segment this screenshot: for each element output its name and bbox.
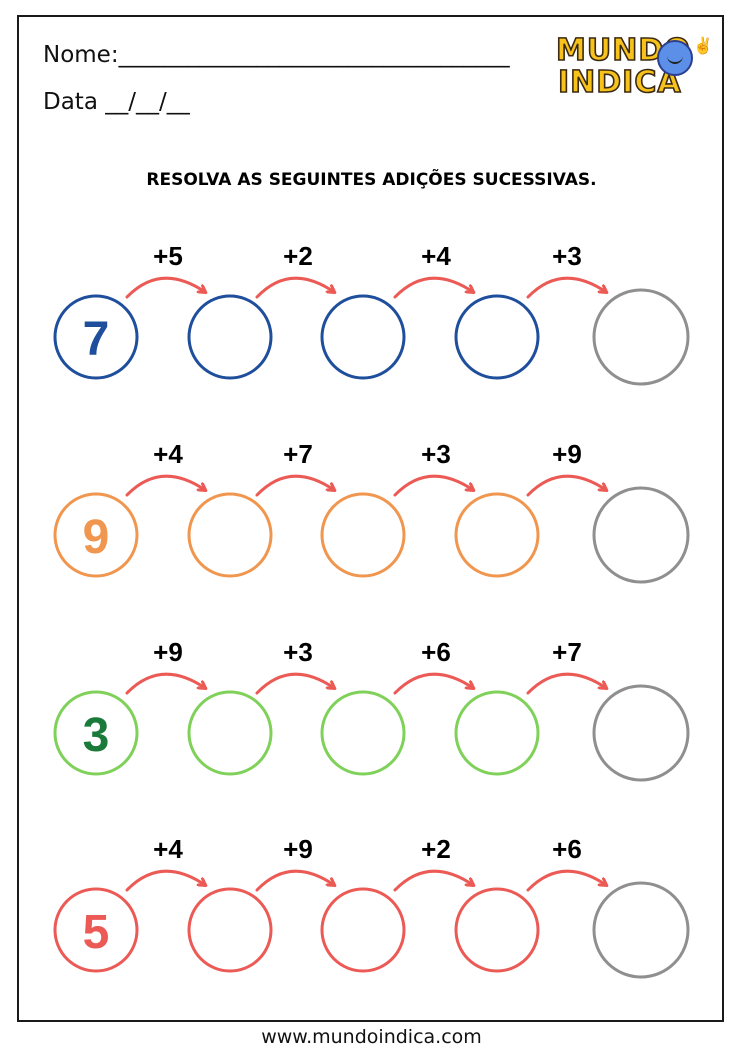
answer-circle[interactable] bbox=[454, 690, 540, 776]
step-arrow bbox=[526, 474, 606, 497]
step-arrow bbox=[125, 869, 205, 892]
peace-hand-icon: ✌ bbox=[693, 38, 713, 55]
final-answer-circle[interactable] bbox=[592, 881, 690, 979]
answer-circle[interactable] bbox=[454, 492, 540, 578]
instruction-heading: RESOLVA AS SEGUINTES ADIÇÕES SUCESSIVAS. bbox=[146, 170, 597, 190]
step-label: +6 bbox=[421, 637, 451, 667]
step-label: +4 bbox=[421, 241, 451, 271]
step-label: +2 bbox=[283, 241, 313, 271]
step-arrow bbox=[393, 672, 473, 695]
step-label: +2 bbox=[421, 834, 451, 864]
answer-circle[interactable] bbox=[320, 294, 406, 380]
exercise-row: 7 +5 +2 +4 +3 bbox=[53, 241, 690, 386]
start-number: 9 bbox=[83, 511, 110, 564]
step-label: +9 bbox=[552, 439, 582, 469]
logo-word-2: INDICA bbox=[557, 65, 682, 100]
step-arrow bbox=[526, 869, 606, 892]
step-label: +7 bbox=[283, 439, 313, 469]
step-arrow bbox=[255, 672, 334, 695]
step-label: +3 bbox=[552, 241, 582, 271]
step-arrow bbox=[125, 474, 205, 497]
answer-circle[interactable] bbox=[454, 887, 540, 973]
step-label: +9 bbox=[283, 834, 313, 864]
answer-circle[interactable] bbox=[320, 887, 406, 973]
name-field[interactable]: Nome:__________________________________ bbox=[43, 42, 510, 68]
footer-url: www.mundoindica.com bbox=[261, 1026, 482, 1048]
start-circle bbox=[53, 690, 139, 776]
exercise-row: 3 +9 +3 +6 +7 bbox=[53, 637, 690, 782]
step-label: +4 bbox=[153, 834, 183, 864]
step-arrow bbox=[125, 672, 205, 695]
step-label: +4 bbox=[153, 439, 183, 469]
step-arrow bbox=[393, 869, 473, 892]
answer-circle[interactable] bbox=[187, 492, 273, 578]
worksheet-border bbox=[17, 15, 724, 1022]
start-number: 7 bbox=[83, 313, 110, 366]
final-answer-circle[interactable] bbox=[592, 486, 690, 584]
start-number: 5 bbox=[83, 906, 110, 959]
answer-circle[interactable] bbox=[320, 690, 406, 776]
step-label: +3 bbox=[283, 637, 313, 667]
mundo-indica-logo: MUNDO INDICA ✌ bbox=[552, 35, 713, 102]
step-arrow bbox=[125, 276, 205, 299]
date-field[interactable]: Data __/__/__ bbox=[43, 89, 190, 115]
answer-circle[interactable] bbox=[187, 294, 273, 380]
step-label: +9 bbox=[153, 637, 183, 667]
step-label: +5 bbox=[153, 241, 183, 271]
step-arrow bbox=[255, 869, 334, 892]
step-arrow bbox=[526, 672, 606, 695]
step-label: +6 bbox=[552, 834, 582, 864]
globe-mascot-icon bbox=[657, 40, 693, 76]
exercise-row: 9 +4 +7 +3 +9 bbox=[53, 439, 690, 584]
answer-circle[interactable] bbox=[454, 294, 540, 380]
step-arrow bbox=[393, 276, 473, 299]
start-number: 3 bbox=[83, 709, 110, 762]
step-arrow bbox=[393, 474, 473, 497]
step-label: +7 bbox=[552, 637, 582, 667]
step-arrow bbox=[255, 276, 334, 299]
start-circle bbox=[53, 294, 139, 380]
start-circle bbox=[53, 492, 139, 578]
answer-circle[interactable] bbox=[320, 492, 406, 578]
step-label: +3 bbox=[421, 439, 451, 469]
start-circle bbox=[53, 887, 139, 973]
final-answer-circle[interactable] bbox=[592, 684, 690, 782]
exercise-row: 5 +4 +9 +2 +6 bbox=[53, 834, 690, 979]
answer-circle[interactable] bbox=[187, 690, 273, 776]
step-arrow bbox=[255, 474, 334, 497]
step-arrow bbox=[526, 276, 606, 299]
answer-circle[interactable] bbox=[187, 887, 273, 973]
final-answer-circle[interactable] bbox=[592, 288, 690, 386]
